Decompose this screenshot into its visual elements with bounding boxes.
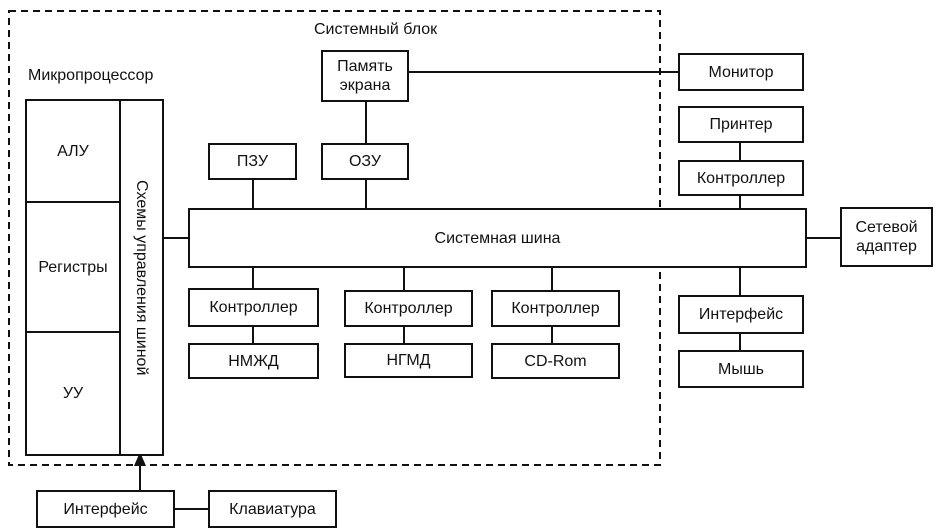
cdrom-box: CD-Rom	[491, 343, 620, 379]
printer-box: Принтер	[678, 106, 804, 143]
system-bus-box: Системная шина	[188, 208, 807, 268]
microprocessor-block: АЛУ Регистры УУ Схемы управления шиной	[25, 99, 164, 456]
hdd-box: НМЖД	[188, 343, 319, 379]
network-adapter-line2: адаптер	[856, 238, 917, 255]
hdd-controller-box: Контроллер	[188, 288, 319, 327]
network-adapter-box: Сетевой адаптер	[840, 207, 933, 267]
printer-controller-box: Контроллер	[678, 160, 804, 196]
arrow-up-icon	[134, 452, 146, 466]
mouse-box: Мышь	[678, 350, 804, 388]
keyboard-box: Клавиатура	[208, 490, 337, 528]
control-unit-cell: УУ	[62, 385, 84, 402]
monitor-box: Монитор	[678, 53, 804, 91]
mouse-interface-box: Интерфейс	[678, 295, 804, 334]
alu-cell: АЛУ	[57, 142, 89, 160]
keyboard-interface-box: Интерфейс	[36, 490, 175, 528]
cd-controller-box: Контроллер	[491, 290, 620, 327]
ram-box: ОЗУ	[321, 143, 409, 180]
system-unit-label: Системный блок	[314, 21, 438, 38]
fdd-box: НГМД	[344, 343, 473, 378]
fdd-controller-box: Контроллер	[344, 290, 473, 327]
screen-memory-line1: Память	[337, 58, 393, 75]
network-adapter-line1: Сетевой	[855, 219, 918, 236]
rom-box: ПЗУ	[208, 143, 297, 180]
screen-memory-box: Память экрана	[321, 50, 409, 102]
microprocessor-label: Микропроцессор	[28, 67, 154, 84]
screen-memory-line2: экрана	[339, 77, 391, 94]
registers-cell: Регистры	[38, 258, 108, 276]
bus-control-label: Схемы управления шиной	[133, 179, 150, 376]
